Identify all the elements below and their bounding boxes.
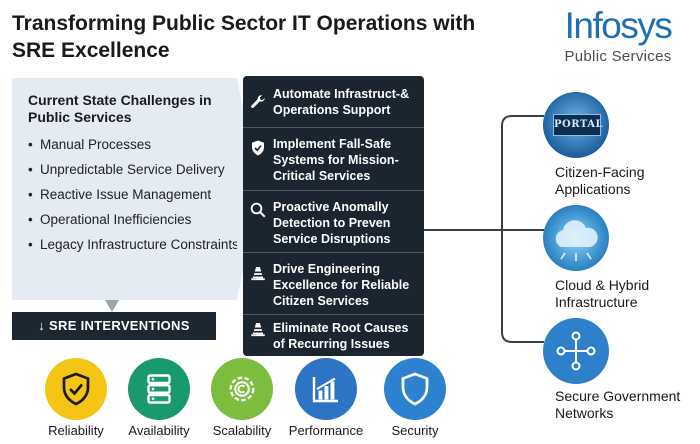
availability-pillar: [128, 358, 190, 420]
service-label: Citizen-Facing Applications: [555, 164, 644, 198]
wrench-icon: [251, 95, 265, 108]
challenge-item: Reactive Issue Management: [28, 187, 243, 203]
intervention-item: Eliminate Root Causes of Recurring Issue…: [243, 314, 424, 356]
intervention-item: Drive Engineering Excellence for Reliabl…: [243, 252, 424, 315]
service-label-line: Infrastructure: [555, 294, 638, 310]
down-arrow-icon: [105, 300, 119, 312]
infosys-logo: Infosys Public Services: [548, 5, 688, 66]
scalability-pillar: [211, 358, 273, 420]
intervention-item: Implement Fall-Safe Systems for Mission-…: [243, 127, 424, 191]
service-label: Cloud & Hybrid Infrastructure: [555, 277, 649, 311]
shield-check-icon: [252, 140, 264, 156]
bar-chart-icon: [312, 377, 338, 403]
interventions-panel: Automate Infrastruct-& Operations Suppor…: [243, 76, 424, 356]
service-label-line: Applications: [555, 181, 631, 197]
sre-interventions-label: SRE INTERVENTIONS: [49, 318, 190, 333]
service-label-line: Citizen-Facing: [555, 164, 645, 180]
pillar-label: Scalability: [212, 423, 272, 438]
intervention-text: Implement Fall-Safe Systems for Mission-…: [273, 137, 399, 183]
security-pillar: [384, 358, 446, 420]
page-title: Transforming Public Sector IT Operations…: [12, 10, 532, 64]
service-label-line: Secure Government: [555, 388, 681, 404]
network-icon: [543, 318, 609, 384]
intervention-text: Drive Engineering Excellence for Reliabl…: [273, 262, 410, 308]
portal-badge: PORTAL: [553, 114, 603, 136]
pillar-label: Performance: [288, 423, 364, 438]
arrow-down-icon: ↓: [38, 318, 46, 333]
performance-pillar: [295, 358, 357, 420]
pillar-label: Security: [391, 423, 439, 438]
reliability-pillar: [45, 358, 107, 420]
shield-icon: [401, 372, 429, 406]
gear-icon: [229, 376, 255, 402]
intervention-text: Eliminate Root Causes of Recurring Issue…: [273, 321, 409, 351]
intervention-item: Automate Infrastruct-& Operations Suppor…: [243, 76, 424, 127]
title-line-2: SRE Excellence: [12, 39, 170, 62]
connector-bracket: [424, 115, 544, 343]
title-line-1: Transforming Public Sector IT Operations…: [12, 12, 476, 35]
logo-sub-text: Public Services: [564, 48, 672, 65]
cloud-shape-icon: [555, 220, 598, 261]
logo-main-text: Infosys: [564, 5, 673, 46]
network-nodes-icon: [556, 331, 596, 371]
challenges-panel: Current State Challenges in Public Servi…: [12, 78, 239, 300]
service-label: Secure Government Networks: [555, 388, 680, 422]
shield-check-icon: [62, 372, 90, 406]
pillar-label: Reliability: [48, 423, 104, 438]
sre-interventions-bar: ↓ SRE INTERVENTIONS: [12, 312, 216, 340]
cone-icon: [251, 323, 265, 337]
pillar-label: Availability: [128, 423, 190, 438]
intervention-text: Proactive Anomally Detection to Preven S…: [273, 200, 391, 246]
challenge-item: Legacy Infrastructure Constraints: [28, 237, 243, 253]
challenge-item: Manual Processes: [28, 137, 243, 153]
server-icon: [147, 374, 171, 404]
challenge-item: Operational Inefficiencies: [28, 212, 243, 228]
challenges-list: Manual Processes Unpredictable Service D…: [28, 137, 243, 262]
intervention-item: Proactive Anomally Detection to Preven S…: [243, 190, 424, 253]
intervention-text: Automate Infrastruct-& Operations Suppor…: [273, 87, 410, 117]
cone-icon: [251, 267, 265, 281]
magnifier-icon: [250, 202, 266, 218]
service-label-line: Networks: [555, 405, 614, 421]
challenge-item: Unpredictable Service Delivery: [28, 162, 243, 178]
portal-icon: PORTAL: [543, 92, 609, 158]
challenges-title: Current State Challenges in Public Servi…: [28, 92, 212, 125]
cloud-icon: [543, 205, 609, 271]
service-label-line: Cloud & Hybrid: [555, 277, 650, 293]
